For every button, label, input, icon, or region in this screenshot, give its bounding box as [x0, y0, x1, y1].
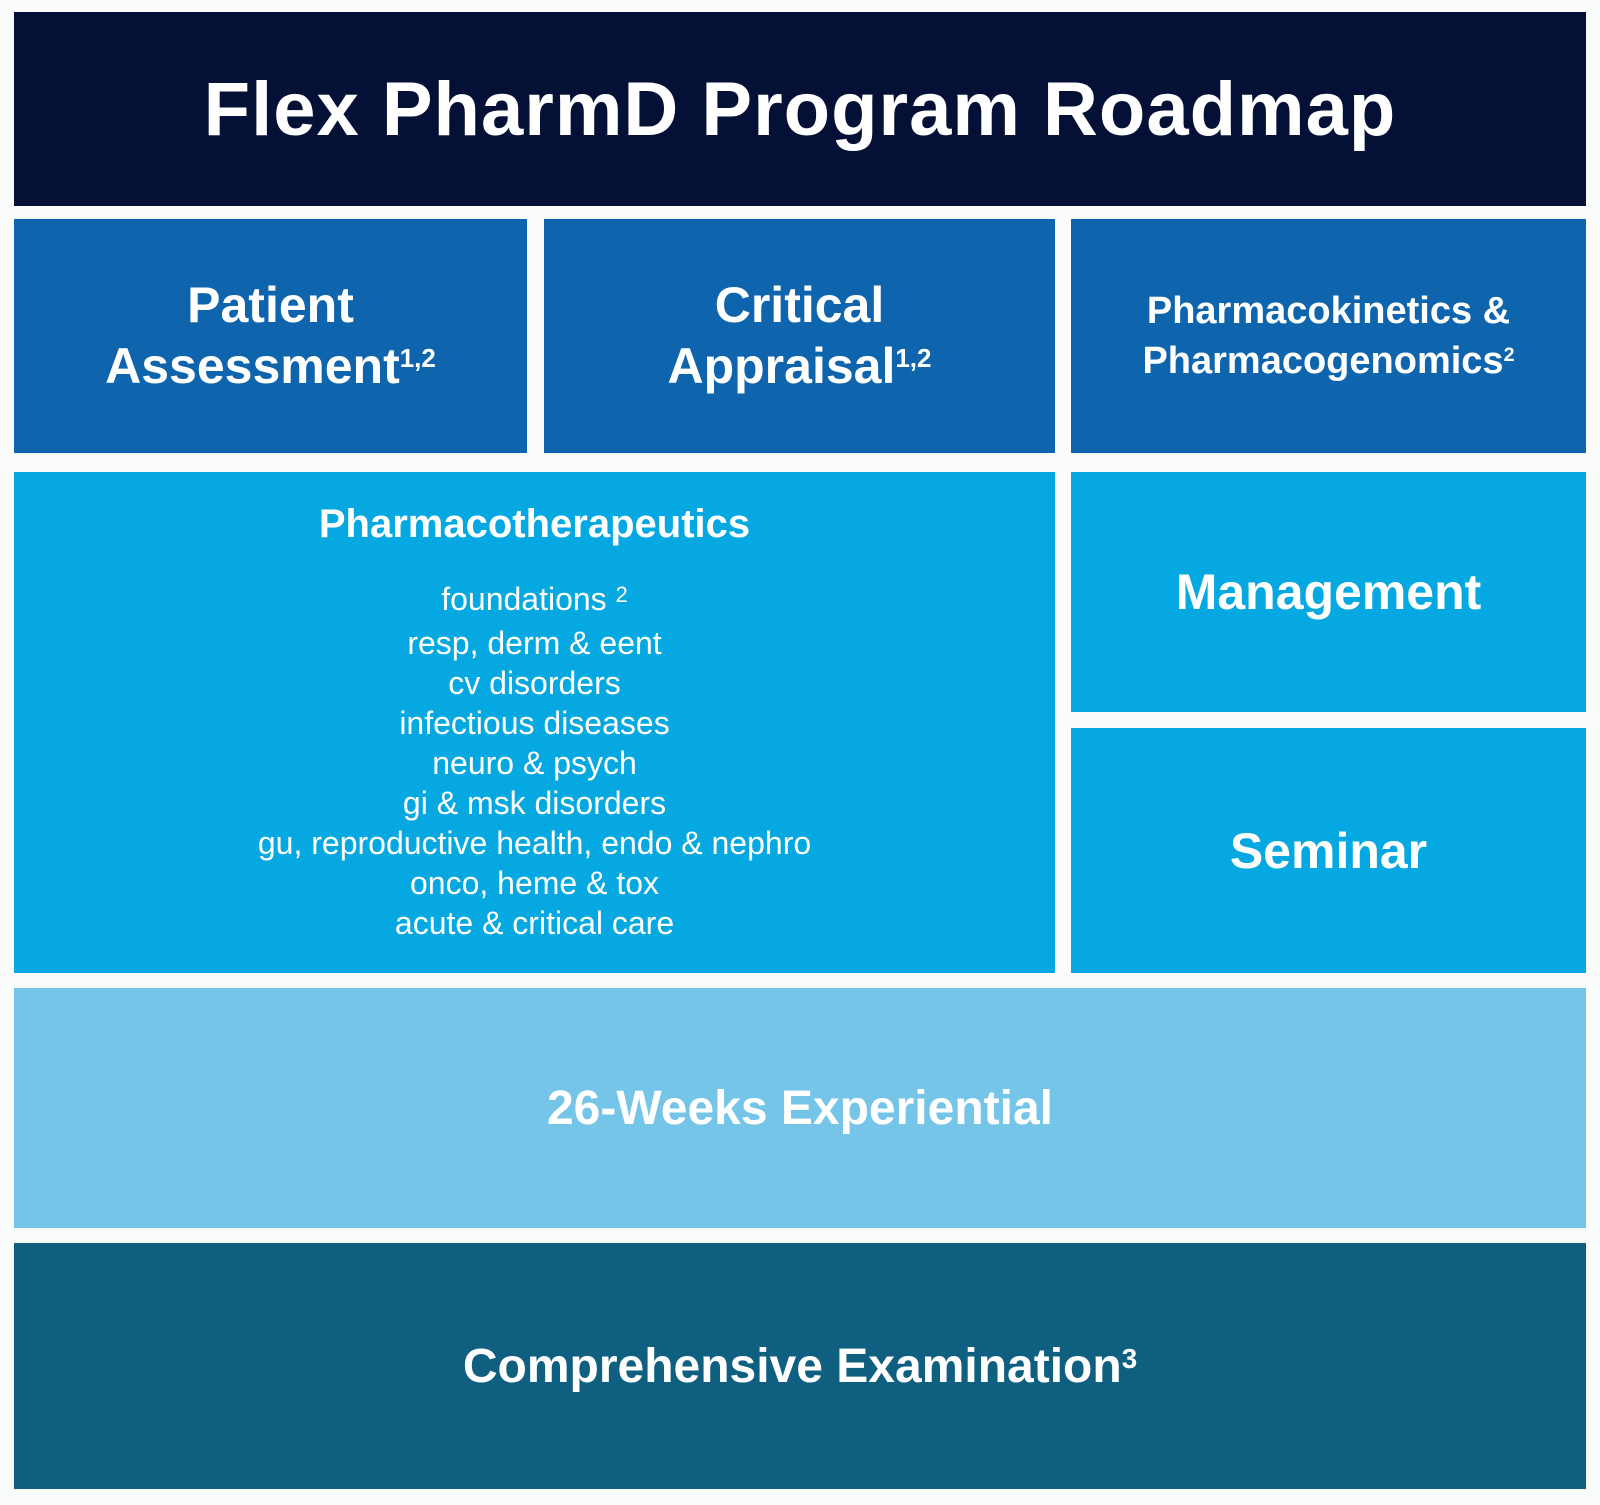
module-item: infectious diseases: [399, 705, 670, 741]
module-item: resp, derm & eent: [407, 625, 662, 661]
pharmacokinetics-superscript: 2: [1503, 343, 1515, 366]
management-box: Management: [1071, 472, 1586, 712]
critical-appraisal-line1: Critical: [714, 277, 885, 333]
critical-appraisal-box: Critical Appraisal1,2: [544, 219, 1055, 453]
comprehensive-examination-label: Comprehensive Examination3: [462, 1339, 1138, 1393]
pharmacokinetics-label: Pharmacokinetics & Pharmacogenomics2: [1142, 286, 1514, 386]
management-label: Management: [1175, 564, 1482, 620]
module-item: neuro & psych: [432, 745, 637, 781]
page-title: Flex PharmD Program Roadmap: [14, 12, 1586, 206]
page-title-text: Flex PharmD Program Roadmap: [203, 66, 1397, 152]
module-item: gu, reproductive health, endo & nephro: [257, 825, 812, 861]
patient-assessment-line2: Assessment: [105, 338, 400, 394]
comprehensive-examination-superscript: 3: [1121, 1342, 1138, 1374]
pharmacokinetics-line1: Pharmacokinetics &: [1146, 289, 1511, 332]
patient-assessment-label: Patient Assessment1,2: [105, 275, 436, 397]
seminar-label: Seminar: [1229, 822, 1428, 879]
pharmacotherapeutics-title: Pharmacotherapeutics: [318, 502, 751, 546]
module-item: gi & msk disorders: [402, 785, 667, 821]
module-superscript: 2: [615, 581, 628, 607]
experiential-box: 26-Weeks Experiential: [14, 988, 1586, 1228]
pharmacokinetics-box: Pharmacokinetics & Pharmacogenomics2: [1071, 219, 1586, 453]
experiential-label: 26-Weeks Experiential: [546, 1081, 1054, 1135]
patient-assessment-line1: Patient: [187, 277, 354, 333]
patient-assessment-superscript: 1,2: [399, 342, 436, 373]
critical-appraisal-superscript: 1,2: [895, 342, 932, 373]
module-item: cv disorders: [448, 665, 621, 701]
comprehensive-examination-box: Comprehensive Examination3: [14, 1243, 1586, 1489]
module-item: onco, heme & tox: [409, 865, 660, 901]
seminar-box: Seminar: [1071, 728, 1586, 973]
critical-appraisal-line2: Appraisal: [667, 338, 896, 394]
module-item: acute & critical care: [394, 905, 675, 941]
patient-assessment-box: Patient Assessment1,2: [14, 219, 527, 453]
pharmacokinetics-line2: Pharmacogenomics: [1142, 340, 1504, 382]
critical-appraisal-label: Critical Appraisal1,2: [667, 275, 931, 397]
